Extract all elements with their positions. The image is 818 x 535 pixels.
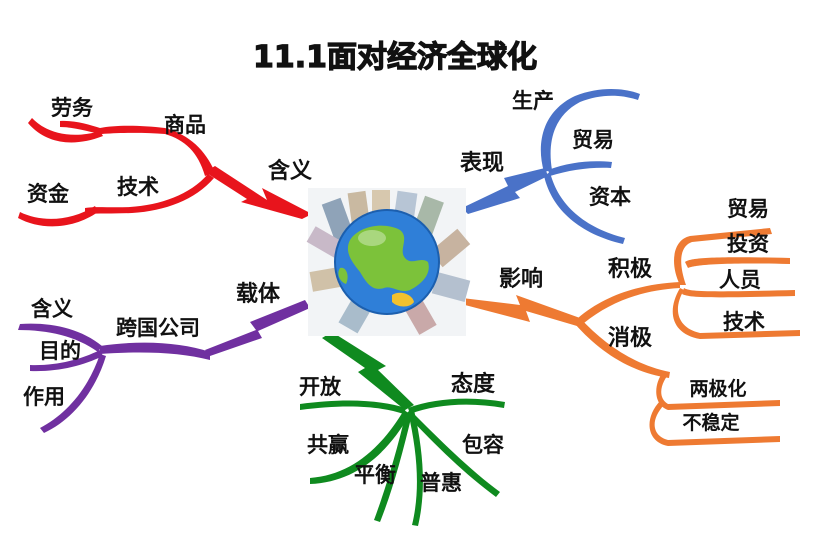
page-title: 11.1面对经济全球化 [253, 40, 537, 75]
curve-technology [85, 174, 214, 214]
label-influence: 影响 [499, 266, 543, 292]
lightning-connector-meaning [205, 166, 312, 219]
item-trade: 贸易 [572, 128, 614, 152]
item-positive-investment: 投资 [727, 232, 769, 256]
curve-carrier-purpose [30, 350, 103, 372]
item-win-win: 共赢 [307, 433, 349, 457]
branch-carrier: 载体 跨国公司 含义 目的 作用 [18, 281, 310, 433]
curve-win-win [310, 410, 410, 484]
item-inclusive: 包容 [462, 433, 504, 457]
curve-attitude [408, 398, 505, 414]
branch-manifestation: 表现 生产 贸易 资本 [460, 89, 640, 244]
item-open: 开放 [299, 375, 342, 399]
curve-carrier-meaning [18, 323, 102, 352]
item-benefit: 普惠 [420, 471, 462, 495]
branch-meaning: 含义 劳务 商品 资金 技术 [18, 96, 312, 227]
bracket-negative [656, 371, 780, 410]
curve-positive [578, 282, 680, 323]
curve-negative-instability [649, 401, 780, 446]
item-services: 劳务 [51, 96, 94, 120]
curve-balance [374, 412, 412, 522]
item-carrier-role: 作用 [23, 385, 65, 409]
label-carrier: 载体 [236, 281, 281, 307]
item-carrier-purpose: 目的 [39, 339, 81, 363]
lightning-connector-manifestation [462, 168, 548, 214]
curve-production [540, 89, 640, 172]
curve-carrier-role [40, 354, 106, 433]
bracket-positive [674, 228, 772, 285]
curve-positive-investment [685, 257, 790, 268]
item-negative-instability: 不稳定 [682, 411, 739, 434]
curve-open [300, 400, 406, 414]
curve-inclusive [406, 410, 500, 497]
lightning-connector-attitude [322, 332, 414, 410]
item-goods: 商品 [164, 113, 206, 137]
branch-influence: 影响 积极 消极 贸易 投资 人员 技术 两极化 不稳定 [462, 197, 800, 446]
branch-attitude: 开放 态度 共赢 平衡 普惠 包容 [299, 332, 505, 526]
label-positive: 积极 [608, 257, 653, 282]
item-funds: 资金 [27, 182, 70, 206]
curve-trade [548, 161, 612, 176]
item-balance: 平衡 [354, 463, 396, 487]
curve-funds [18, 206, 98, 227]
label-meaning: 含义 [268, 158, 312, 184]
curve-benefit [408, 410, 423, 526]
curve-goods [60, 120, 215, 176]
item-production: 生产 [512, 89, 554, 113]
label-attitude: 态度 [451, 371, 496, 397]
label-negative: 消极 [608, 326, 653, 351]
label-multinational: 跨国公司 [116, 316, 200, 340]
bar-multinational [100, 342, 210, 360]
curve-services [28, 118, 103, 143]
globe-city-icon [306, 188, 471, 336]
item-technology: 技术 [117, 175, 159, 199]
item-carrier-meaning: 含义 [31, 297, 73, 321]
item-positive-personnel: 人员 [719, 268, 761, 292]
label-manifestation: 表现 [460, 151, 504, 176]
curve-positive-technology [672, 288, 800, 339]
item-negative-polarization: 两极化 [689, 377, 746, 400]
lightning-connector-carrier [205, 300, 310, 356]
lightning-connector-influence [462, 295, 580, 326]
curve-capital [544, 172, 625, 244]
item-positive-trade: 贸易 [727, 197, 769, 221]
curve-positive-personnel [682, 288, 795, 298]
curve-negative [575, 318, 670, 378]
item-capital: 资本 [589, 185, 631, 209]
item-positive-technology: 技术 [723, 310, 765, 334]
